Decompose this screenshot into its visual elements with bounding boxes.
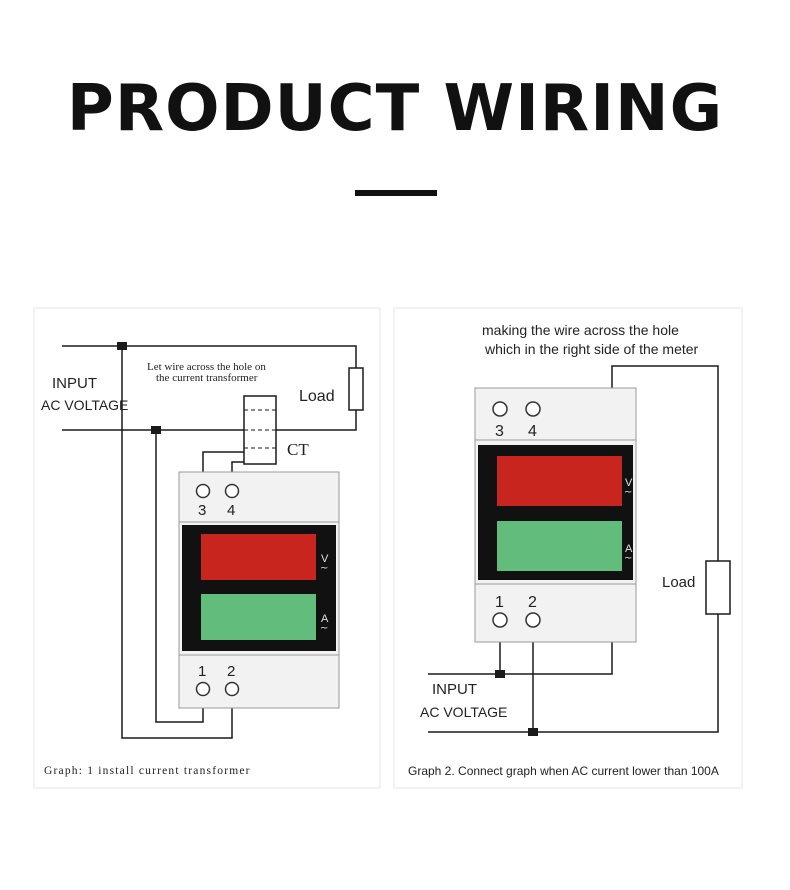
- graph-2-load-label: Load: [662, 574, 695, 591]
- graph-2-amp-symbol: A: [625, 543, 633, 555]
- graph-1-terminal-3-label: 3: [198, 502, 206, 519]
- graph-2: making the wire across the hole which in…: [393, 307, 743, 789]
- graph-2-neutral-wire: [428, 614, 719, 733]
- graph-1-terminal-4: [224, 483, 240, 499]
- graph-2-line-wire: [428, 642, 613, 675]
- graph-1-caption: Graph: 1 install current transformer: [44, 765, 251, 777]
- graph-1-input-drop-2: [155, 430, 204, 723]
- graph-1-ac-voltage-label: AC VOLTAGE: [41, 397, 128, 413]
- graph-1-input-label: INPUT: [52, 375, 97, 392]
- graph-1-line-wire: [62, 345, 357, 368]
- graph-1-current-screen: [201, 594, 316, 640]
- page-title: PRODUCT WIRING: [66, 72, 724, 146]
- graph-2-caption: Graph 2. Connect graph when AC current l…: [408, 764, 719, 778]
- graph-1-amp-tilde: ~: [320, 623, 328, 634]
- graph-1-load-label: Load: [299, 388, 335, 405]
- graph-2-terminal-3: [492, 401, 508, 417]
- graph-2-terminal-4-label: 4: [528, 423, 537, 440]
- graph-1-junction: [117, 342, 127, 350]
- graph-1-terminal-2: [224, 681, 240, 697]
- graph-2-note-line-1: making the wire across the hole: [482, 322, 679, 338]
- graph-1-current-transformer: [243, 395, 277, 465]
- graph-1-junction: [151, 426, 161, 434]
- graph-1-ct-wire-4: [231, 461, 244, 472]
- graph-2-junction: [528, 728, 538, 736]
- graph-1-volt-symbol: V: [321, 553, 329, 565]
- graph-2-terminal-2: [525, 612, 541, 628]
- graph-2-terminal-1: [492, 612, 508, 628]
- graph-1: Load CT INPUT AC VOLTAGE Let wire across…: [33, 307, 381, 789]
- graph-1-terminal-2-label: 2: [227, 663, 235, 680]
- graph-1-terminal-1-label: 1: [198, 663, 206, 680]
- graph-1-load: [348, 367, 364, 411]
- graph-2-volt-tilde: ~: [624, 487, 632, 498]
- graph-2-current-screen: [497, 521, 622, 571]
- graph-1-input-drop-1: [121, 346, 233, 739]
- graph-1-note-line-2: the current transformer: [156, 372, 258, 384]
- graph-2-terminal-4: [525, 401, 541, 417]
- graph-2-load-feed-wire: [611, 365, 719, 561]
- graph-1-terminal-1: [195, 681, 211, 697]
- graph-2-meter: 3 4 V ~ A ~ 1 2: [474, 387, 637, 643]
- graph-2-load: [705, 560, 731, 615]
- graph-2-amp-tilde: ~: [624, 553, 632, 564]
- graph-1-terminal-4-label: 4: [227, 502, 235, 519]
- graph-1-note-line-1: Let wire across the hole on: [147, 361, 266, 373]
- graph-2-note-line-2: which in the right side of the meter: [484, 341, 699, 357]
- graph-2-voltage-screen: [497, 456, 622, 506]
- graph-1-meter: 3 4 V ~ A ~ 1 2: [178, 471, 340, 709]
- graph-1-ct-label: CT: [287, 440, 309, 459]
- graph-2-terminal-2-label: 2: [528, 594, 537, 611]
- title-underline: [355, 190, 437, 196]
- graph-2-wires: [428, 365, 719, 733]
- graph-2-junction: [495, 670, 505, 678]
- graph-2-input-label: INPUT: [432, 681, 477, 698]
- graph-2-ac-voltage-label: AC VOLTAGE: [420, 704, 507, 720]
- graph-1-volt-tilde: ~: [320, 563, 328, 574]
- graph-1-terminal-3: [195, 483, 211, 499]
- graph-2-volt-symbol: V: [625, 477, 633, 489]
- graph-2-terminal-3-label: 3: [495, 423, 504, 440]
- graph-1-ct-wire-3: [202, 451, 244, 472]
- graph-2-terminal-1-label: 1: [495, 594, 504, 611]
- graph-1-voltage-screen: [201, 534, 316, 580]
- graph-1-amp-symbol: A: [321, 613, 329, 625]
